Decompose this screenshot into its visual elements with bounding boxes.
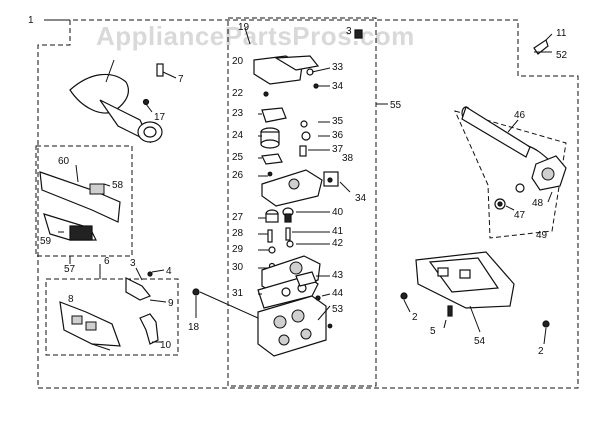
- label-54: 54: [474, 336, 486, 347]
- thermostat-body: [531, 155, 567, 203]
- label-48: 48: [532, 198, 544, 209]
- ignitor: [43, 213, 97, 241]
- label-17: 17: [154, 112, 166, 123]
- label-28: 28: [232, 228, 244, 239]
- label-33: 33: [332, 62, 344, 73]
- label-27: 27: [232, 212, 244, 223]
- label-29: 29: [232, 244, 244, 255]
- label-1: 1: [28, 15, 34, 26]
- screws-2-5: [400, 292, 550, 345]
- valve-assembly-box: [227, 17, 377, 387]
- label-2-right: 2: [538, 346, 544, 357]
- label-38: 38: [342, 153, 354, 164]
- label-59: 59: [40, 236, 52, 247]
- label-4: 4: [166, 266, 172, 277]
- label-3-left: 3: [130, 258, 136, 269]
- control-handle: [69, 59, 163, 144]
- outer-boundary: [37, 19, 579, 389]
- label-23: 23: [232, 108, 244, 119]
- valve-leaders: [258, 67, 351, 297]
- label-52: 52: [556, 50, 568, 61]
- switch-bracket: [125, 267, 167, 303]
- label-47: 47: [514, 210, 526, 221]
- label-46: 46: [514, 110, 526, 121]
- label-26: 26: [232, 170, 244, 181]
- label-53: 53: [332, 304, 344, 315]
- label-9: 9: [168, 298, 174, 309]
- label-58: 58: [112, 180, 124, 191]
- label-3-top: 3: [346, 26, 352, 37]
- label-24: 24: [232, 130, 244, 141]
- part-52: [533, 33, 553, 55]
- label-6: 6: [104, 256, 110, 267]
- label-60: 60: [58, 156, 70, 167]
- burner-bracket: [415, 251, 515, 333]
- watermark: AppliancePartsPros.com: [96, 21, 415, 51]
- label-31: 31: [232, 288, 244, 299]
- label-44: 44: [332, 288, 344, 299]
- label-57: 57: [64, 264, 76, 275]
- valve-stack: [199, 27, 363, 357]
- label-43: 43: [332, 270, 344, 281]
- label-7: 7: [178, 74, 184, 85]
- label-37: 37: [332, 144, 344, 155]
- label-25: 25: [232, 152, 244, 163]
- label-42: 42: [332, 238, 344, 249]
- label-22: 22: [232, 88, 244, 99]
- clip-10: [139, 313, 162, 345]
- ignitor-kit-box: [35, 145, 133, 257]
- label-2-left: 2: [412, 312, 418, 323]
- label-18: 18: [188, 322, 200, 333]
- screw-17: [142, 98, 153, 113]
- label-5: 5: [430, 326, 436, 337]
- label-40: 40: [332, 207, 344, 218]
- label-35: 35: [332, 116, 344, 127]
- label-34-top: 34: [332, 81, 344, 92]
- clip-7: [156, 63, 177, 79]
- switch-kit-box: [45, 278, 179, 356]
- label-10: 10: [160, 340, 172, 351]
- nut-47: [494, 183, 525, 211]
- label-19: 19: [238, 22, 250, 33]
- ignitor-bracket: [39, 164, 121, 223]
- label-8: 8: [68, 294, 74, 305]
- thermostat-kit-box: [454, 110, 567, 239]
- switch-8: [59, 301, 121, 351]
- label-20: 20: [232, 56, 244, 67]
- label-34-mid: 34: [355, 193, 367, 204]
- label-36: 36: [332, 130, 344, 141]
- label-30: 30: [232, 262, 244, 273]
- label-41: 41: [332, 226, 344, 237]
- screw-18: [192, 288, 200, 318]
- label-11: 11: [556, 28, 567, 39]
- label-55: 55: [390, 100, 402, 111]
- label-49: 49: [536, 230, 548, 241]
- callout-labels: 1 19 3 20 33 34 22 23 35 24 36 37 25 38 …: [28, 15, 568, 357]
